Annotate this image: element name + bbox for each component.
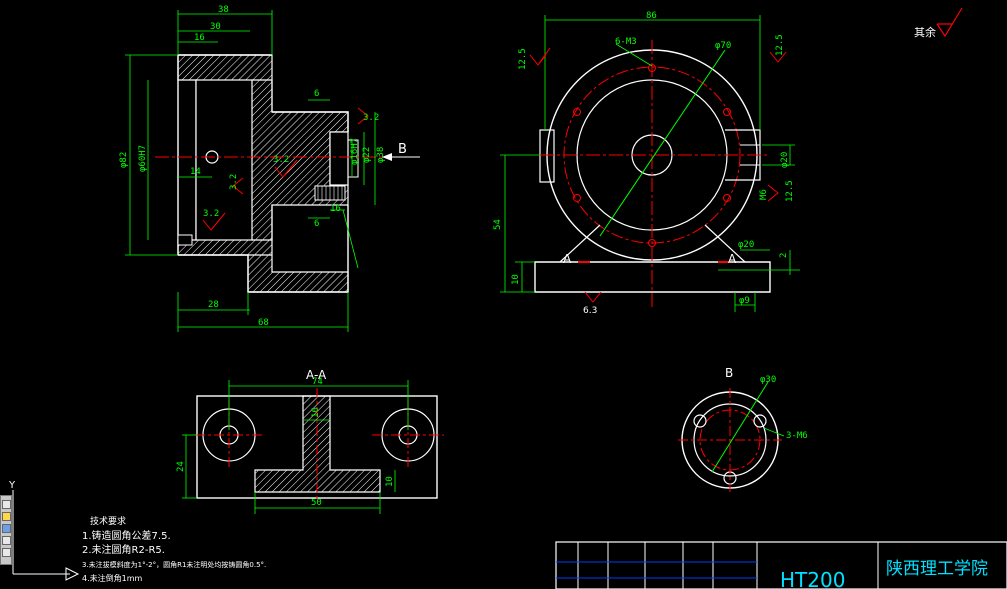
dim-phi20-base: φ20 [738,240,754,250]
dim-2: 2 [779,253,789,258]
dim-10: 10 [511,274,521,285]
dim-3-2-bottom: 3.2 [203,209,219,219]
dim-3-2-top: 3.2 [363,113,379,123]
dim-16-web: 16 [311,407,321,418]
dim-6-m3: 6-M3 [615,37,637,47]
view-b: B φ30 3-M6 [678,366,808,492]
section-a-a-title: A-A [306,368,327,382]
section-label-a-right: A [728,252,737,266]
ucs-y-label: Y [8,480,16,491]
section-a-a-view: A-A 74 16 24 50 10 [176,368,444,514]
dim-phi16h7: φ16H7 [350,138,360,165]
dim-38: 38 [218,5,229,15]
dim-m6: M6 [759,189,769,200]
section-label-a-left: A [563,252,572,266]
view-arrow-b-label: B [398,142,407,157]
toolbar-button[interactable] [2,536,11,545]
toolbar-button[interactable] [2,500,11,509]
tech-note-4: 4.未注倒角1mm [82,573,143,583]
dim-12-5-boss: 12.5 [785,180,795,202]
dim-phi9: φ9 [739,296,750,306]
tech-note-3: 3.未注拔模斜度为1°-2°，圆角R1未注明处均按铸圆角0.5°. [82,560,266,569]
general-roughness-label: 其余 [914,25,936,39]
technical-requirements: 技术要求 1.铸造圆角公差7.5. 2.未注圆角R2-R5. 3.未注拔模斜度为… [82,515,266,583]
dim-16-thread: 16 [330,204,341,214]
dim-14: 14 [190,167,201,177]
dim-phi30: φ30 [760,375,776,385]
toolbar-button[interactable] [2,524,11,533]
dim-3-2-left: 3.2 [229,174,239,190]
front-section-view: 38 30 16 6 3.2 φ16H7 φ22 φ38 φ82 φ60H7 1… [119,5,420,332]
left-toolbar [0,495,12,565]
dim-phi82: φ82 [119,152,129,168]
dim-phi60h7: φ60H7 [138,145,148,172]
dim-50: 50 [311,498,322,508]
dim-30: 30 [210,22,221,32]
side-view: 86 6-M3 φ70 12.5 12.5 φ20 M6 12.5 54 10 … [493,11,800,316]
dim-6-bottom: 6 [314,219,319,229]
dim-phi20-boss: φ20 [780,152,790,168]
dim-74: 74 [312,377,323,387]
title-block-school: 陕西理工学院 [886,559,988,579]
dim-28: 28 [208,300,219,310]
view-b-title: B [725,366,733,380]
dim-24: 24 [176,461,186,472]
dim-86: 86 [646,11,657,21]
dim-phi38: φ38 [376,147,386,163]
general-roughness-symbol: 其余 [914,7,963,39]
tech-notes-title: 技术要求 [90,515,126,527]
dim-10-base: 10 [385,476,395,487]
roughness-6-3: 6.3 [583,306,597,316]
toolbar-button[interactable] [2,548,11,557]
dim-12-5-right: 12.5 [775,34,785,56]
dim-3-m6: 3-M6 [786,431,808,441]
ucs-icon: Y [8,480,80,581]
title-block: HT200 陕西理工学院 [555,541,1007,589]
dim-68: 68 [258,318,269,328]
dim-16: 16 [194,33,205,43]
tech-note-2: 2.未注圆角R2-R5. [82,543,165,556]
dim-phi70: φ70 [715,41,731,51]
dim-54: 54 [493,219,503,230]
dim-phi22: φ22 [362,147,372,163]
title-block-material: HT200 [780,568,845,589]
toolbar-button[interactable] [2,512,11,521]
tech-note-1: 1.铸造圆角公差7.5. [82,529,171,542]
dim-12-5-left: 12.5 [518,48,528,70]
dim-3-2-mid: 3.2 [273,155,289,165]
dim-6-top: 6 [314,89,319,99]
